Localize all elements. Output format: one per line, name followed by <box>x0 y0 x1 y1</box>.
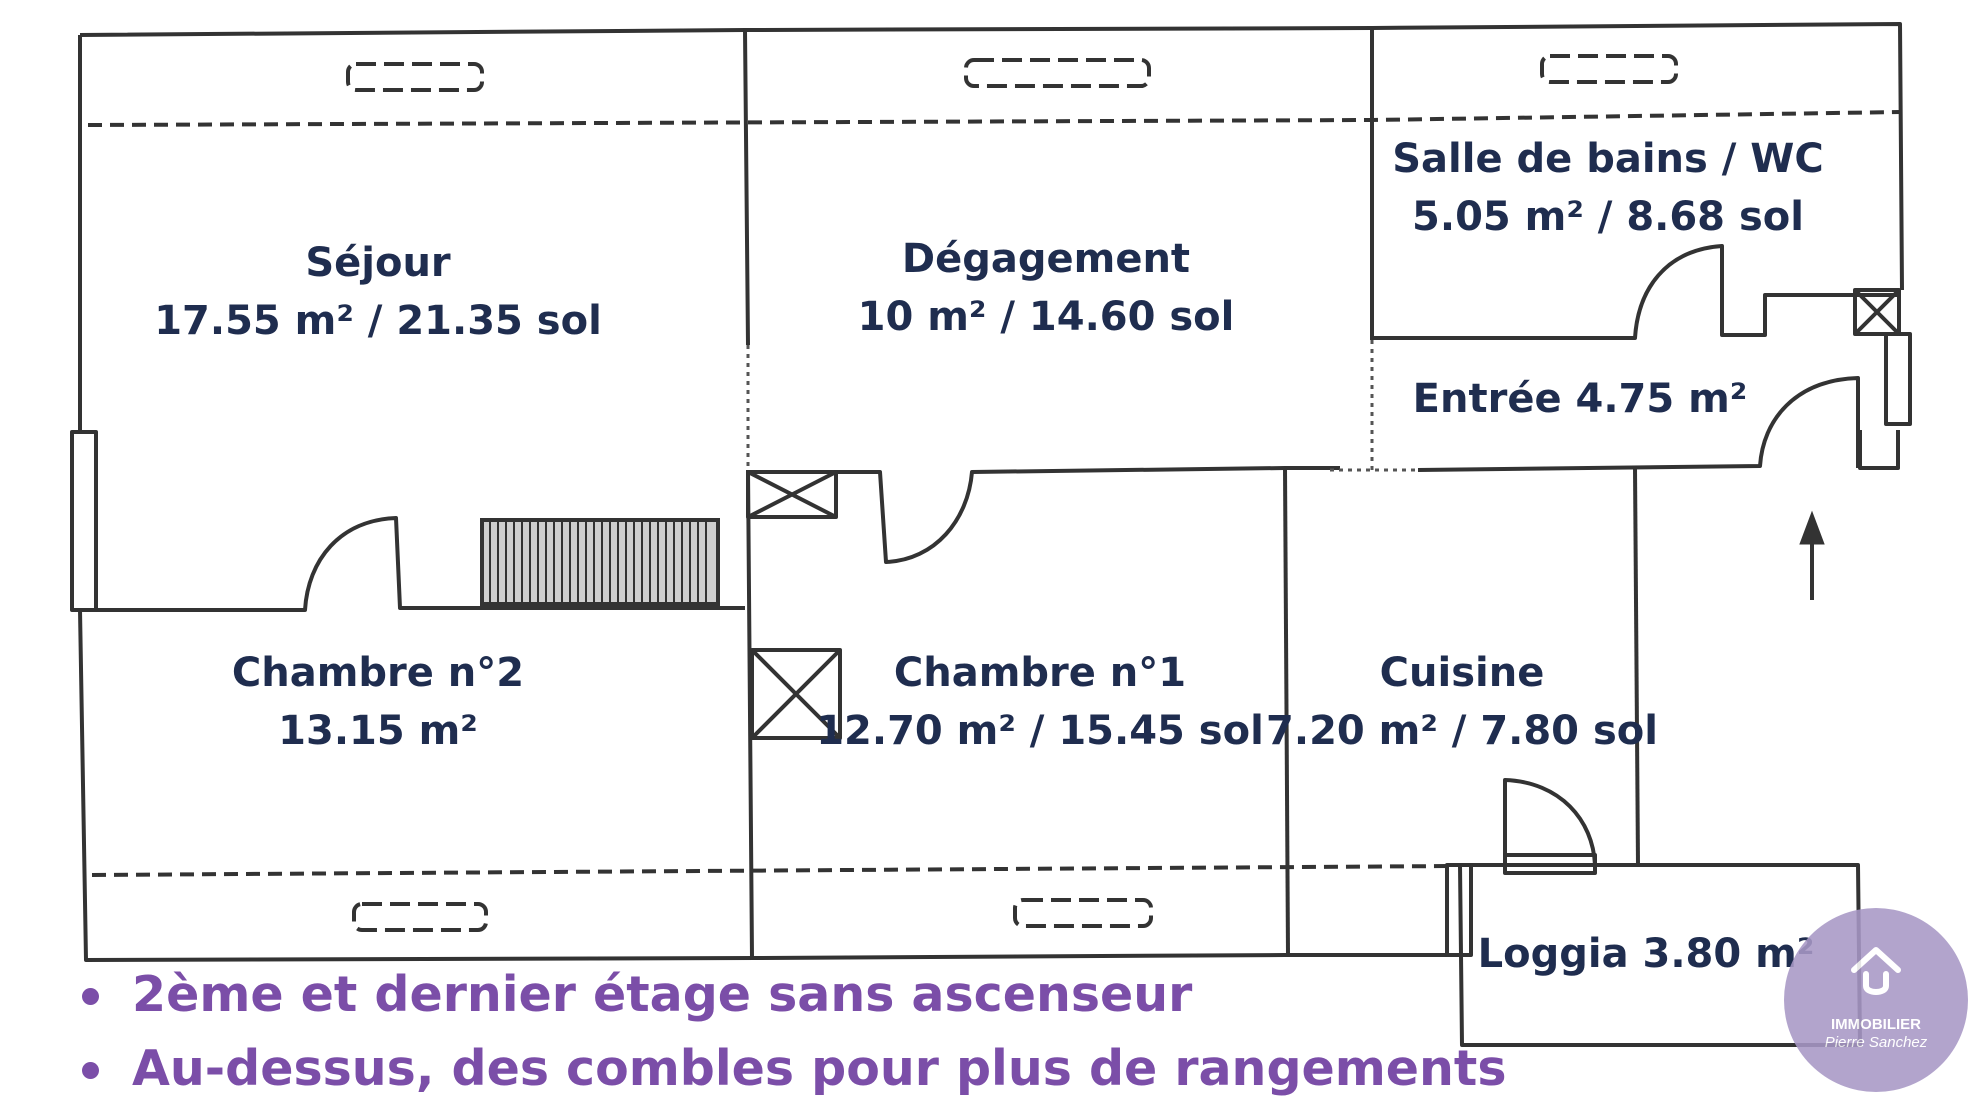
room-entree: Entrée 4.75 m² <box>1413 370 1748 428</box>
room-cuisine: Cuisine 7.20 m² / 7.80 sol <box>1266 644 1658 760</box>
notes-list: 2ème et dernier étage sans ascenseur Au-… <box>78 958 1507 1106</box>
note-item: 2ème et dernier étage sans ascenseur <box>78 958 1507 1032</box>
entrance-arrow-icon <box>1799 510 1825 600</box>
note-item: Au-dessus, des combles pour plus de rang… <box>78 1032 1507 1106</box>
room-area: 12.70 m² / 15.45 sol <box>816 708 1264 754</box>
ceiling-line-top <box>87 110 1901 127</box>
wall-sdb-bottom <box>1372 244 1900 340</box>
logo-line-1: IMMOBILIER <box>1831 1016 1921 1033</box>
room-name: Cuisine <box>1379 650 1545 696</box>
room-name: Séjour <box>305 240 451 286</box>
room-name: Dégagement <box>901 236 1191 282</box>
room-sejour: Séjour 17.55 m² / 21.35 sol <box>154 234 602 350</box>
outer-wall-left <box>78 35 1455 962</box>
room-loggia: Loggia 3.80 m² <box>1478 925 1815 983</box>
room-name: Entrée 4.75 m² <box>1412 376 1748 422</box>
room-area: 10 m² / 14.60 sol <box>857 294 1235 340</box>
room-chambre-2: Chambre n°2 13.15 m² <box>232 644 524 760</box>
room-chambre-1: Chambre n°1 12.70 m² / 15.45 sol <box>816 644 1264 760</box>
room-name: Loggia 3.80 m² <box>1477 931 1815 977</box>
room-area: 5.05 m² / 8.68 sol <box>1412 194 1804 240</box>
room-name: Chambre n°1 <box>893 650 1187 696</box>
room-area: 17.55 m² / 21.35 sol <box>154 298 602 344</box>
wall-sejour-bottom <box>82 516 745 612</box>
wall-degagement-bottom <box>748 466 1340 564</box>
ceiling-line-bottom <box>91 864 1456 877</box>
room-area: 7.20 m² / 7.80 sol <box>1266 708 1658 754</box>
house-icon <box>1851 947 1901 995</box>
staircase <box>480 518 720 606</box>
agency-logo: IMMOBILIER Pierre Sanchez <box>1784 908 1968 1092</box>
logo-line-2: Pierre Sanchez <box>1824 1034 1928 1051</box>
room-name: Salle de bains / WC <box>1392 136 1824 182</box>
kitchen-door <box>1503 778 1597 866</box>
wall-cuisine-right <box>1633 467 1640 866</box>
room-area: 13.15 m² <box>278 708 478 754</box>
room-name: Chambre n°2 <box>231 650 525 696</box>
room-salle-de-bains: Salle de bains / WC 5.05 m² / 8.68 sol <box>1392 130 1824 246</box>
wall-entree-bottom <box>1417 376 1860 472</box>
room-degagement: Dégagement 10 m² / 14.60 sol <box>858 230 1235 346</box>
wall-cuisine-left <box>1283 467 1290 956</box>
